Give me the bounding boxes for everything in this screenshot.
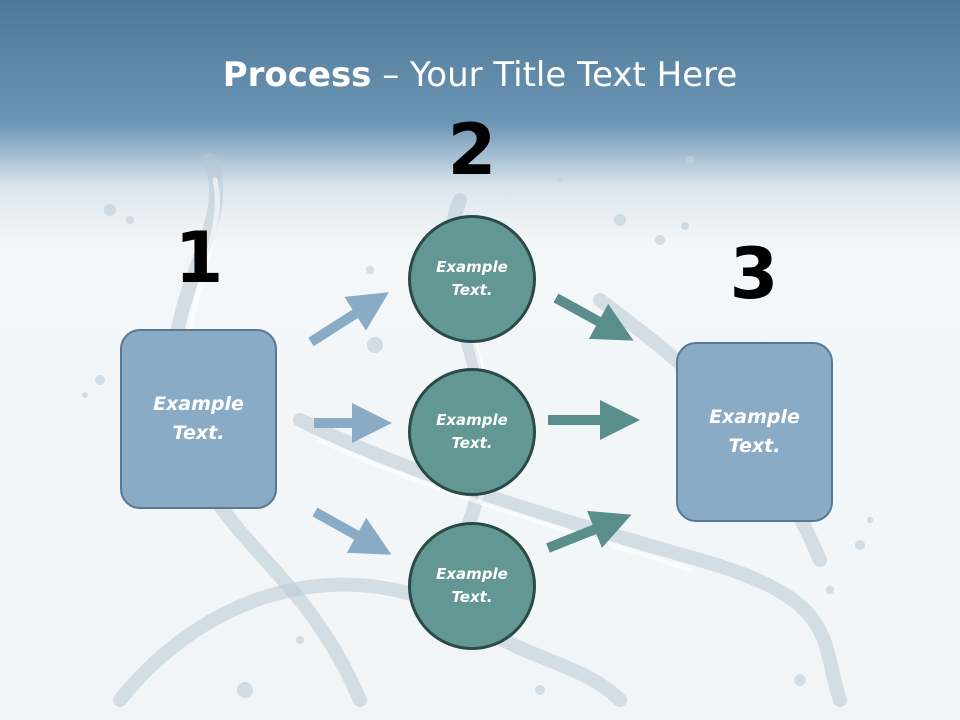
step-number-1: 1 — [174, 217, 224, 299]
process-circle-2-label: Example Text. — [436, 411, 508, 452]
process-circle-3-label: Example Text. — [436, 565, 508, 606]
arrow-from-circle-1 — [553, 293, 634, 341]
process-circle-1: Example Text. — [408, 215, 536, 343]
process-circle-3: Example Text. — [408, 522, 536, 650]
title-rest: – Your Title Text Here — [371, 55, 738, 95]
title-bold: Process — [222, 55, 372, 95]
input-box: Example Text. — [120, 329, 277, 509]
arrow-to-circle-1 — [308, 292, 389, 347]
arrow-to-circle-3 — [312, 507, 392, 555]
output-box-label: Example Text. — [709, 406, 800, 457]
arrow-from-circle-3 — [546, 510, 632, 553]
step-number-2: 2 — [447, 109, 497, 191]
output-box: Example Text. — [676, 342, 833, 522]
input-box-label: Example Text. — [153, 393, 244, 444]
process-circle-1-label: Example Text. — [436, 258, 508, 299]
step-number-3: 3 — [729, 233, 779, 315]
process-circle-2: Example Text. — [408, 368, 536, 496]
slide-title: Process – Your Title Text Here — [0, 52, 960, 98]
